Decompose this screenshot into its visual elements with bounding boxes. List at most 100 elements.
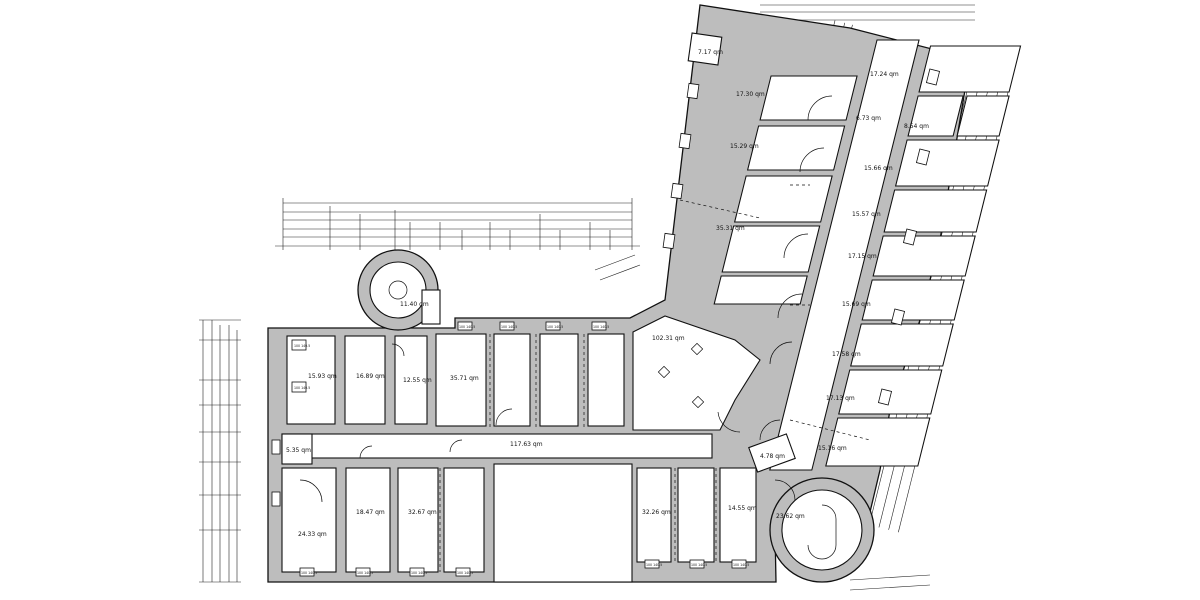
- window-21: [915, 148, 931, 166]
- label-15-69: 15.69 qm: [842, 301, 871, 308]
- room-11-40: [421, 289, 441, 325]
- label-35-71: 35.71 qm: [450, 375, 479, 382]
- label-15-93: 15.93 qm: [308, 373, 337, 380]
- courtyard: [493, 463, 633, 583]
- room-15-16: [825, 417, 931, 467]
- room-8-54: [956, 95, 1010, 137]
- room-left-e: [713, 275, 808, 305]
- label-32-26: 32.26 qm: [642, 509, 671, 516]
- room-7-17: [687, 32, 723, 66]
- window-1: 100 140.5: [291, 339, 310, 351]
- room-upper-b: [539, 333, 579, 427]
- room-15-69: [861, 279, 965, 321]
- room-17-30: [759, 75, 858, 121]
- svg-text:100 140.5: 100 140.5: [294, 344, 310, 348]
- room-17-15a: [872, 235, 976, 277]
- svg-text:100 140.5: 100 140.5: [691, 563, 707, 567]
- window-9: 100 140.5: [409, 567, 427, 577]
- window-24: [877, 388, 893, 406]
- room-32-26: [636, 467, 672, 563]
- room-15-93: [286, 335, 336, 425]
- room-102-31: [632, 315, 761, 431]
- rooms: [281, 32, 1022, 583]
- hidden-lines: [439, 184, 871, 572]
- window-15: [271, 439, 281, 455]
- label-14-55: 14.55 qm: [728, 505, 757, 512]
- svg-text:100 140.5: 100 140.5: [294, 386, 310, 390]
- room-35-31: [733, 175, 833, 223]
- window-22: [902, 228, 918, 246]
- corridor: [281, 433, 713, 459]
- label-17-24: 17.24 qm: [870, 71, 899, 78]
- windows: 100 140.5 100 140.5 100 140.5 100 140.5 …: [271, 68, 941, 577]
- room-18-47: [345, 467, 391, 573]
- label-15-57: 15.57 qm: [852, 211, 881, 218]
- window-2: 100 140.5: [291, 381, 310, 393]
- room-4-78: [748, 433, 796, 473]
- room-upper-c: [587, 333, 625, 427]
- window-3: 100 140.5: [457, 321, 475, 331]
- window-18: [670, 182, 684, 200]
- svg-text:100 140.5: 100 140.5: [301, 571, 317, 575]
- room-bottom-d: [443, 467, 485, 573]
- label-6-73: 6.73 qm: [856, 115, 881, 122]
- room-35-31b: [721, 225, 821, 273]
- room-32-67: [397, 467, 439, 573]
- window-23: [890, 308, 906, 326]
- svg-text:100 140.5: 100 140.5: [459, 325, 475, 329]
- room-labels: 15.93 qm 16.89 qm 12.55 qm 35.71 qm 11.4…: [286, 49, 929, 538]
- room-23-62: [781, 489, 863, 571]
- label-17-58: 17.58 qm: [832, 351, 861, 358]
- label-16-89: 16.89 qm: [356, 373, 385, 380]
- svg-text:100 140.5: 100 140.5: [646, 563, 662, 567]
- room-12-55: [394, 335, 428, 425]
- room-35-71: [435, 333, 487, 427]
- window-19: [662, 232, 676, 250]
- label-18-47: 18.47 qm: [356, 509, 385, 516]
- svg-text:100 140.5: 100 140.5: [733, 563, 749, 567]
- label-15-16: 15.16 qm: [818, 445, 847, 452]
- window-4: 100 140.5: [499, 321, 517, 331]
- window-20: [925, 68, 941, 86]
- door-swings: [299, 95, 833, 503]
- window-12: 100 140.5: [689, 559, 707, 569]
- room-14-55: [719, 467, 757, 563]
- label-5-35: 5.35 qm: [286, 447, 311, 454]
- room-24-33: [281, 467, 337, 573]
- window-8: 100 140.5: [355, 567, 373, 577]
- label-35-31: 35.31 qm: [716, 225, 745, 232]
- window-11: 100 140.5: [644, 559, 662, 569]
- label-15-29: 15.29 qm: [730, 143, 759, 150]
- label-7-17: 7.17 qm: [698, 49, 723, 56]
- label-17-15: 17.15 qm: [848, 253, 877, 260]
- label-23-62: 23.62 qm: [776, 513, 805, 520]
- window-17: [678, 132, 692, 150]
- label-102-31: 102.31 qm: [652, 335, 685, 342]
- room-5-35: [281, 433, 313, 465]
- wing-corridor: [769, 39, 920, 471]
- window-14: [271, 491, 281, 507]
- label-32-67: 32.67 qm: [408, 509, 437, 516]
- window-6: 100 140.5: [591, 321, 609, 331]
- window-5: 100 140.5: [545, 321, 563, 331]
- svg-text:100 140.5: 100 140.5: [593, 325, 609, 329]
- room-15-29: [746, 125, 846, 171]
- room-bottom-e: [677, 467, 715, 563]
- room-15-57: [883, 189, 988, 233]
- room-15-66: [894, 139, 1000, 187]
- label-17-13: 17.13 qm: [826, 395, 855, 402]
- window-16: [686, 82, 700, 100]
- hall-markers: [657, 342, 705, 409]
- tower-room-top: [369, 261, 427, 319]
- window-7: 100 140.5: [299, 567, 317, 577]
- label-11-40: 11.40 qm: [400, 301, 429, 308]
- label-4-78: 4.78 qm: [760, 453, 785, 460]
- room-6-73: [907, 95, 964, 137]
- label-8-54: 8.54 qm: [904, 123, 929, 130]
- room-16-89: [344, 335, 386, 425]
- svg-text:100 140.5: 100 140.5: [501, 325, 517, 329]
- label-117-63: 117.63 qm: [510, 441, 543, 448]
- room-17-24: [918, 45, 1022, 93]
- svg-text:100 140.5: 100 140.5: [547, 325, 563, 329]
